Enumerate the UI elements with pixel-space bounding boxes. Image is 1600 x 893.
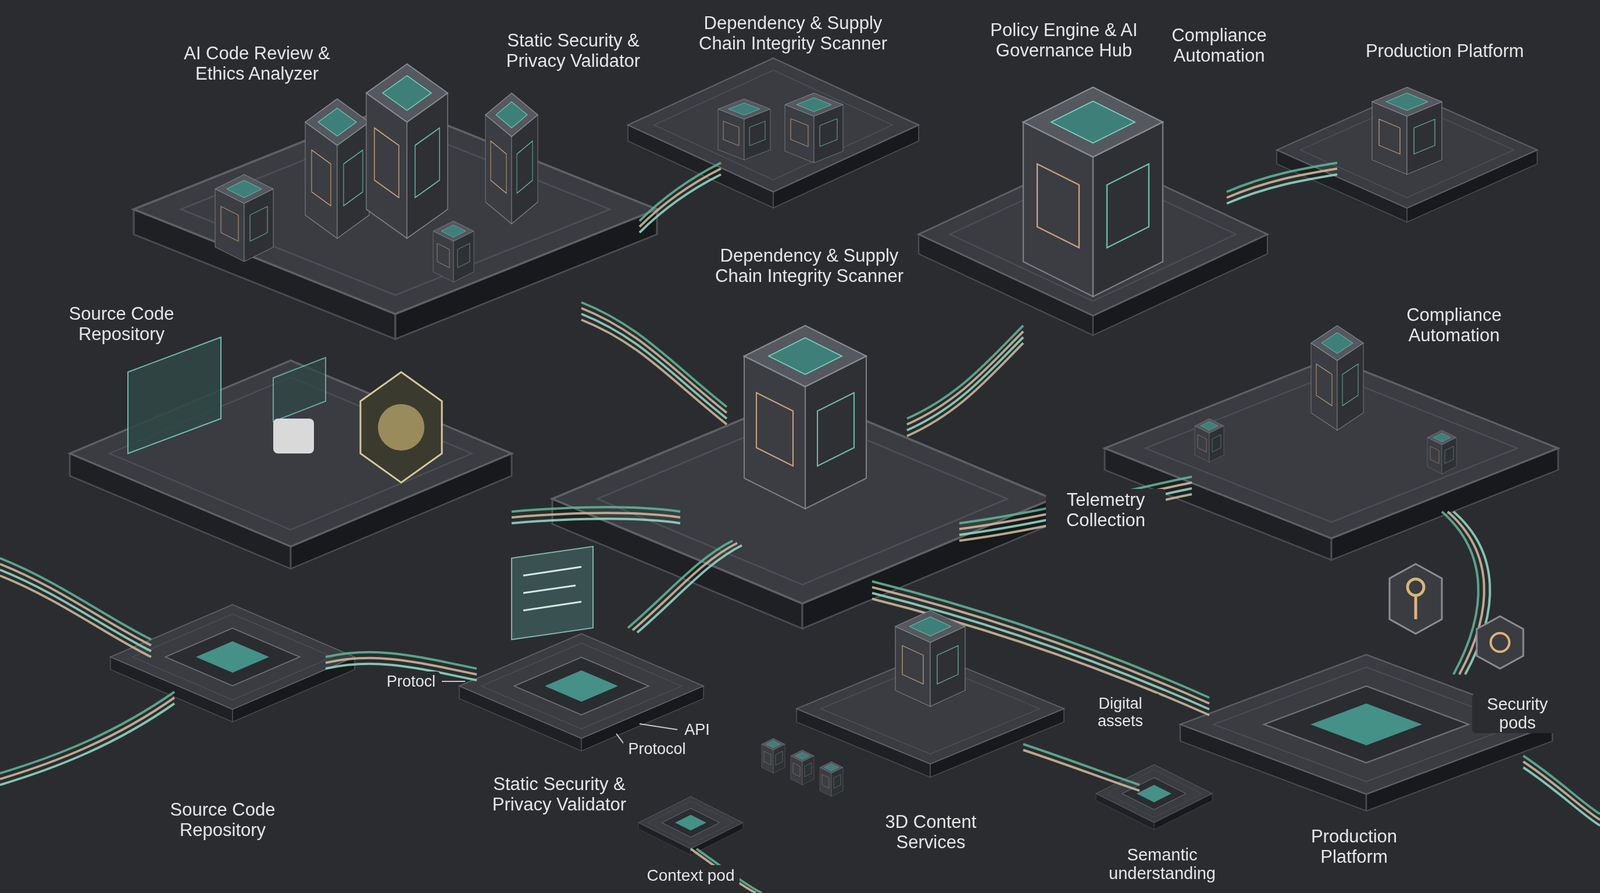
leader-lines [441,681,678,746]
glass-panel [511,546,594,640]
wire [639,174,721,233]
wire [906,337,1024,431]
wire [0,558,152,640]
key-badge [1389,563,1442,634]
wire [0,703,175,785]
code-line [523,566,582,576]
platform-label: Protocol [623,738,691,759]
platform-label: API [679,719,715,740]
platform-label: Source Code Repository [159,798,286,842]
security-icons [1389,563,1524,669]
content-stack [895,610,966,707]
wire [511,519,681,524]
wire [1523,761,1600,820]
screen [273,357,326,422]
wire [632,543,738,631]
compliance-node [1194,418,1224,463]
platform-label: Static Security & Privacy Validator [487,29,660,73]
lock-badge [1476,616,1524,669]
wire [511,513,681,519]
platform-label: Telemetry Collection [1045,488,1166,532]
server-tower [215,174,274,262]
validator-module [459,633,704,752]
platform-label: Production Platform [1291,825,1417,869]
wire [1226,174,1338,204]
repository-gem [360,372,442,483]
validator-screen [511,546,594,640]
code-line [523,601,582,611]
wire [0,575,152,657]
wire [511,507,681,513]
platform-label: Source Code Repository [58,302,185,346]
content-block [790,750,814,785]
wire [1226,168,1338,198]
context-pod [638,796,744,856]
platform-label: AI Code Review & Ethics Analyzer [173,42,341,85]
scanner-rack [718,98,771,160]
wire [0,697,175,780]
gem-outline [360,372,442,483]
key-icon [1407,579,1424,596]
platform-label: Security pods [1472,693,1563,734]
wire [1523,755,1600,814]
content-block [761,738,785,774]
wire [1441,511,1479,675]
platform-label: Policy Engine & AI Governance Hub [976,19,1152,62]
leader-line [639,723,678,730]
production-panel [1372,87,1442,175]
lock-icon [273,418,314,454]
server-tower [366,63,448,239]
repository-screens [127,337,326,454]
platform-label: Protocl [381,671,441,692]
wire [1023,750,1140,791]
governance-cube [1023,87,1163,297]
scanner-rack [784,93,844,163]
storage-unit [433,220,474,282]
wire [872,593,1210,710]
platform-label: 3D Content Services [870,811,991,854]
hub-cube [744,325,867,509]
wire [0,691,175,774]
wire [637,545,742,633]
compliance-stack [1311,325,1364,431]
platform-label: Production Platform [1361,40,1529,63]
wire [581,319,727,425]
platform-label: Compliance Automation [1159,24,1280,67]
wire [1023,744,1140,785]
wire [959,488,1192,535]
platform-label: Dependency & Supply Chain Integrity Scan… [686,12,900,55]
gem-glow [377,404,425,451]
wire [906,325,1024,419]
wire [0,563,152,646]
platform-label: Compliance Automation [1394,304,1514,347]
wire [0,569,152,652]
key-icon [1414,595,1418,620]
platform-label: Semantic understanding [1096,844,1228,885]
wire-bundles [0,162,1600,893]
screen [127,337,221,454]
scanner-platform [627,58,919,209]
server-tower [305,98,370,239]
code-line [523,585,576,594]
lock-icon [1490,633,1510,652]
wire [1523,767,1600,826]
semantic-pod [1095,764,1213,830]
platform-label: Dependency & Supply Chain Integrity Scan… [702,244,916,288]
wire [906,331,1024,425]
compliance-node [1427,430,1457,474]
repository-chip [110,604,355,723]
leader-line [441,680,466,682]
wire [906,343,1024,437]
wire [627,540,733,628]
platform-label: Digital assets [1080,693,1160,731]
server-tower [485,93,538,224]
platform-label: Static Security & Privacy Validator [467,773,652,816]
platform-label: Context pod [642,865,740,886]
content-block [819,761,844,797]
